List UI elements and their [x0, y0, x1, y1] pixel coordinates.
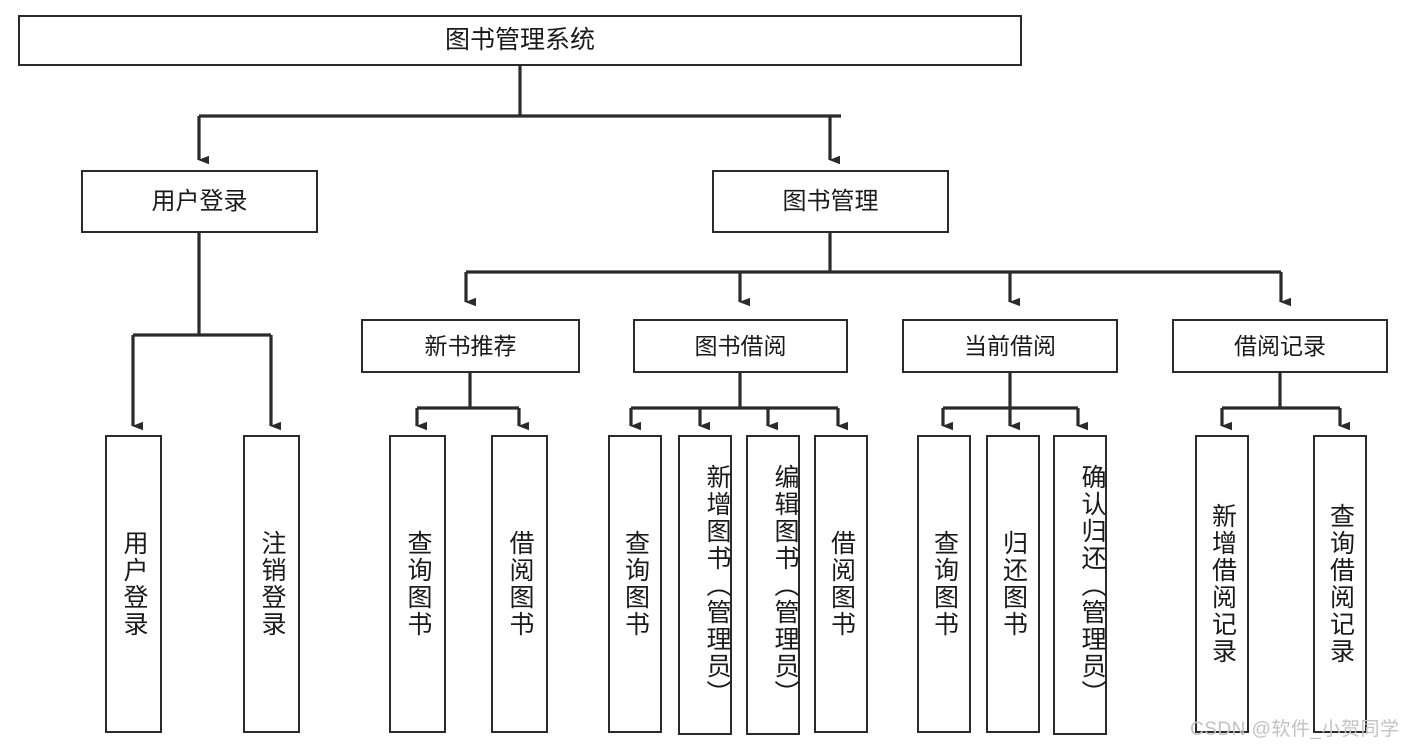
node-leaf-borrow-book-1[interactable]: 借阅图书: [491, 435, 548, 733]
node-leaf-logout-label: 注销登录: [258, 530, 286, 638]
node-leaf-add-book-admin-label: 新增图书（管理员）: [703, 463, 731, 707]
node-book-borrow[interactable]: 图书借阅: [633, 319, 848, 373]
node-new-book-recommend-label: 新书推荐: [424, 332, 517, 359]
node-book-borrow-label: 图书借阅: [694, 332, 787, 359]
node-current-borrow-label: 当前借阅: [964, 332, 1056, 359]
csdn-watermark: CSDN @软件_小贺同学: [1190, 719, 1400, 740]
node-leaf-return-book-label: 归还图书: [999, 530, 1028, 638]
node-root[interactable]: 图书管理系统: [18, 15, 1022, 66]
node-leaf-query-book-2[interactable]: 查询图书: [608, 435, 662, 733]
node-leaf-edit-book-admin-label: 编辑图书（管理员）: [771, 463, 799, 707]
node-borrow-record[interactable]: 借阅记录: [1172, 319, 1388, 373]
node-book-management-label: 图书管理: [782, 187, 879, 215]
node-leaf-return-book[interactable]: 归还图书: [986, 435, 1040, 733]
node-leaf-query-borrow-record[interactable]: 查询借阅记录: [1313, 435, 1367, 733]
node-leaf-logout[interactable]: 注销登录: [243, 435, 300, 733]
node-leaf-query-book-3[interactable]: 查询图书: [917, 435, 971, 733]
node-user-login[interactable]: 用户登录: [81, 170, 318, 233]
node-leaf-borrow-book-2-label: 借阅图书: [827, 530, 856, 638]
node-leaf-add-borrow-record-label: 新增借阅记录: [1208, 503, 1237, 665]
node-leaf-query-borrow-record-label: 查询借阅记录: [1326, 503, 1355, 665]
node-user-login-label: 用户登录: [151, 187, 248, 215]
node-leaf-user-login-label: 用户登录: [120, 530, 148, 638]
node-root-label: 图书管理系统: [444, 26, 595, 54]
node-borrow-record-label: 借阅记录: [1234, 332, 1326, 359]
node-leaf-user-login[interactable]: 用户登录: [105, 435, 162, 733]
node-book-management[interactable]: 图书管理: [712, 170, 949, 233]
node-leaf-query-book-1-label: 查询图书: [404, 530, 432, 638]
node-leaf-confirm-return-admin[interactable]: 确认归还（管理员）: [1053, 435, 1107, 735]
node-leaf-query-book-2-label: 查询图书: [621, 530, 650, 638]
node-leaf-add-borrow-record[interactable]: 新增借阅记录: [1195, 435, 1249, 733]
node-leaf-confirm-return-admin-label: 确认归还（管理员）: [1078, 463, 1106, 707]
node-leaf-add-book-admin[interactable]: 新增图书（管理员）: [678, 435, 732, 735]
node-leaf-edit-book-admin[interactable]: 编辑图书（管理员）: [746, 435, 800, 735]
node-leaf-borrow-book-2[interactable]: 借阅图书: [814, 435, 868, 733]
node-leaf-borrow-book-1-label: 借阅图书: [506, 530, 534, 638]
node-new-book-recommend[interactable]: 新书推荐: [361, 319, 580, 373]
node-leaf-query-book-1[interactable]: 查询图书: [389, 435, 446, 733]
node-leaf-query-book-3-label: 查询图书: [930, 530, 959, 638]
node-current-borrow[interactable]: 当前借阅: [902, 319, 1118, 373]
